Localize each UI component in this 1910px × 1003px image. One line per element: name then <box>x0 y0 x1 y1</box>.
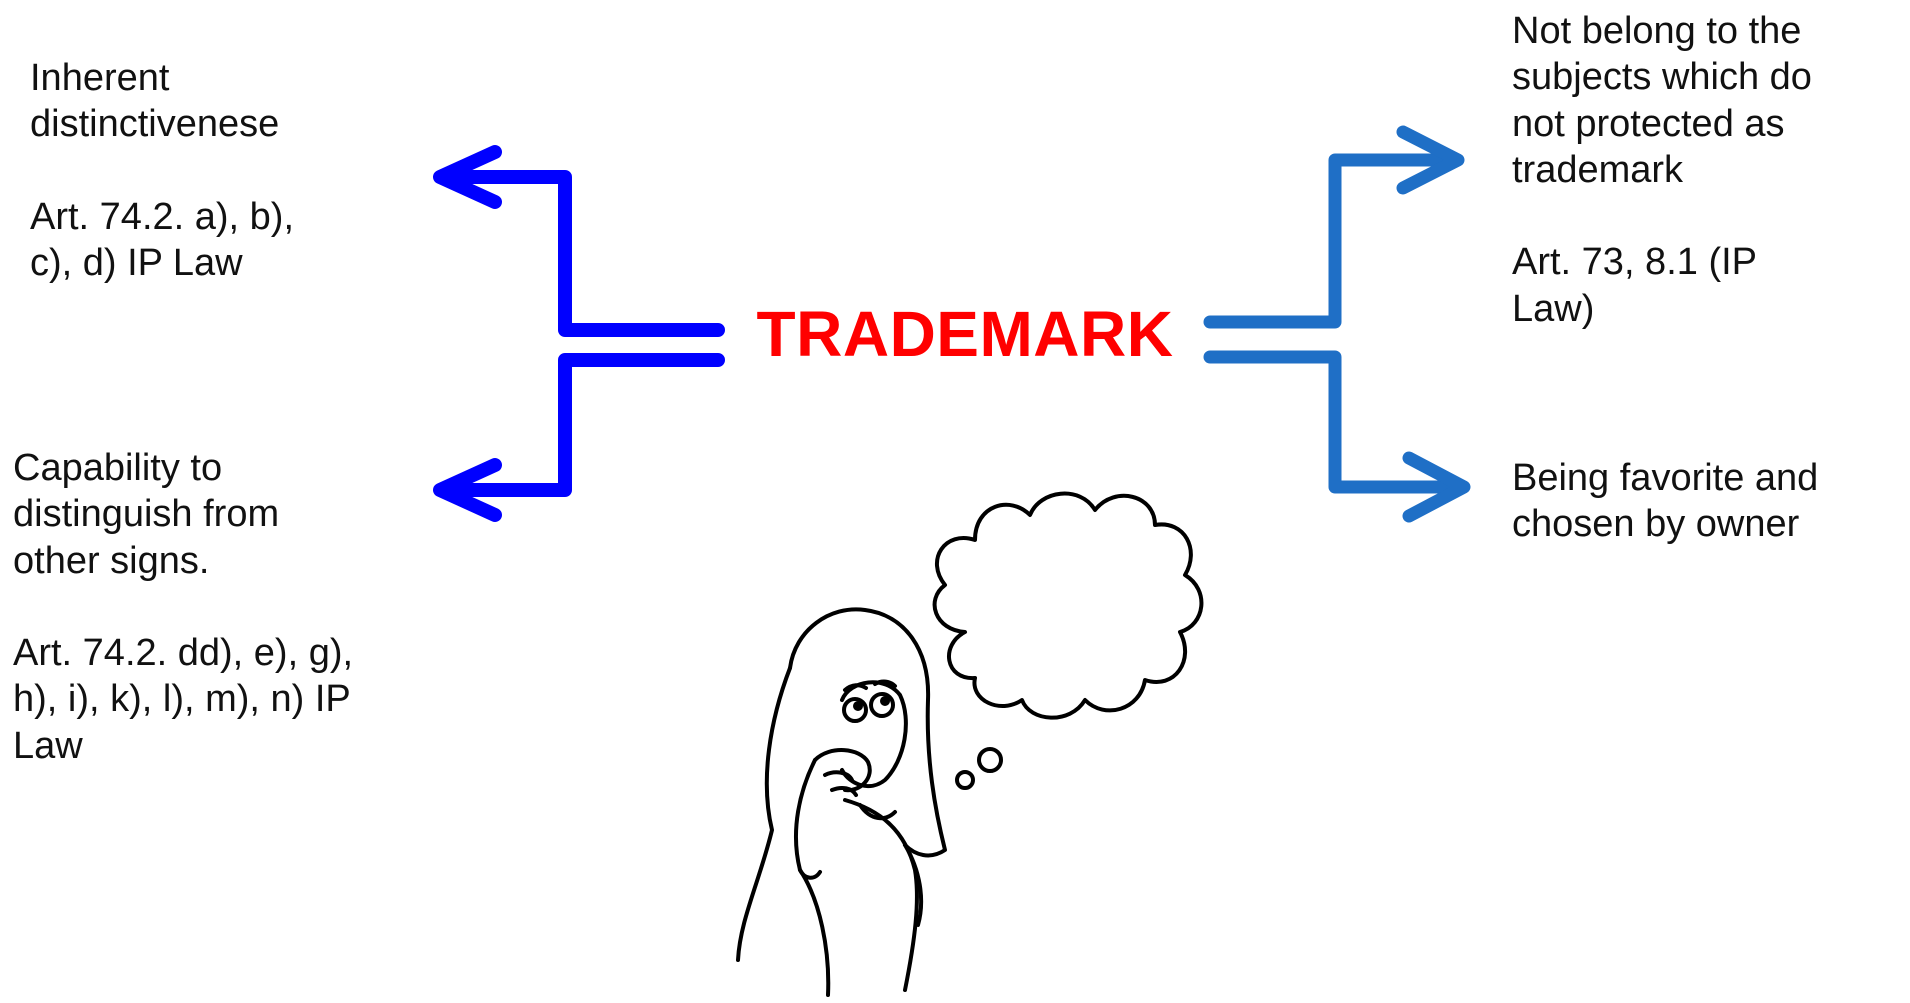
branch-heading: Not belong to the subjects which do not … <box>1512 10 1812 192</box>
branch-heading: Being favorite and chosen by owner <box>1512 457 1819 546</box>
branch-bottom-right: Being favorite and chosen by owner <box>1512 455 1910 548</box>
branch-reference: Art. 73, 8.1 (IP Law) <box>1512 241 1757 330</box>
arrow-top-right <box>1203 125 1465 329</box>
branch-reference: Art. 74.2. dd), e), g), h), i), k), l), … <box>13 632 354 767</box>
branch-top-right: Not belong to the subjects which do not … <box>1512 8 1902 332</box>
arrow-bottom-left <box>433 353 725 522</box>
thinking-person-with-thought-cloud-icon <box>736 491 1204 997</box>
branch-top-left: Inherent distinctivenese Art. 74.2. a), … <box>30 55 410 286</box>
arrow-bottom-right <box>1203 350 1471 523</box>
branch-heading: Inherent distinctivenese <box>30 57 280 146</box>
arrow-top-left <box>433 145 725 337</box>
branch-heading: Capability to distinguish from other sig… <box>13 447 280 582</box>
center-title: TRADEMARK <box>756 298 1174 370</box>
branch-bottom-left: Capability to distinguish from other sig… <box>13 445 473 769</box>
branch-reference: Art. 74.2. a), b), c), d) IP Law <box>30 195 294 285</box>
